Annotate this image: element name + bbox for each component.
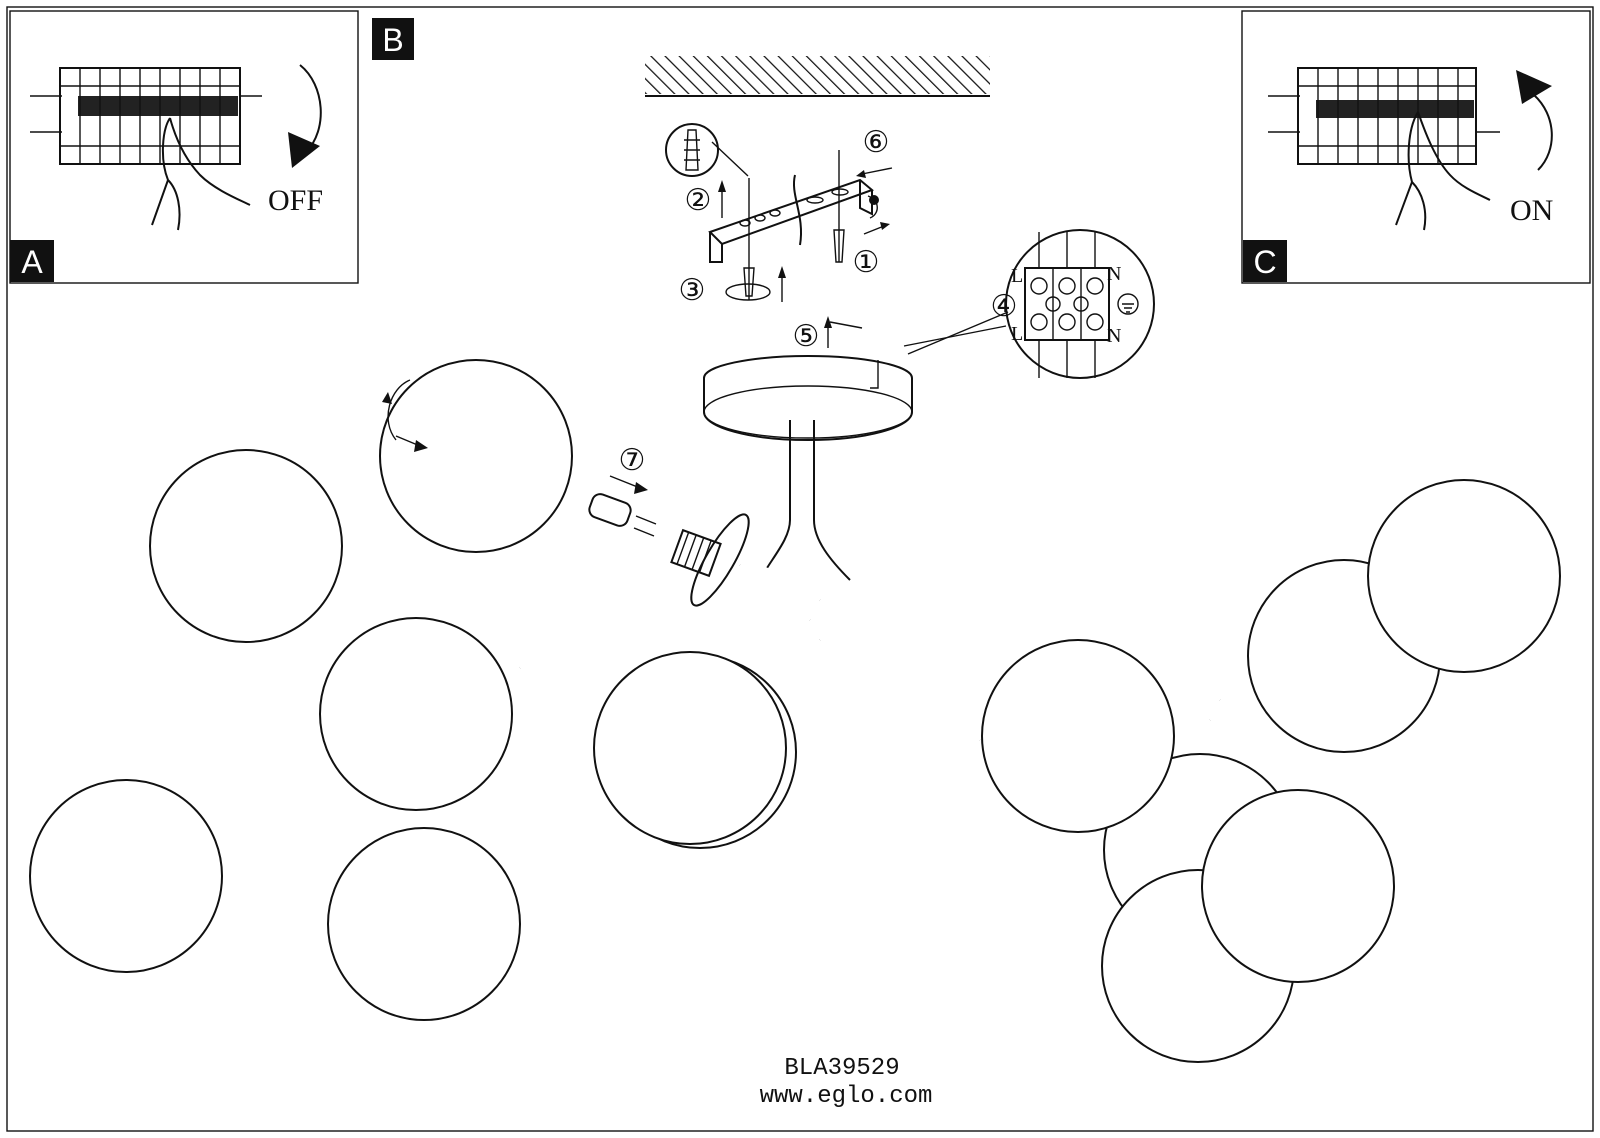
panel-a-switch-off: OFF A <box>9 10 359 284</box>
globe <box>1367 479 1561 673</box>
terminal-neutral-bottom: N <box>1107 325 1121 347</box>
arrow-up-icon <box>1516 70 1552 104</box>
terminal-callout-circle <box>1005 229 1155 379</box>
arrow-down-icon <box>288 132 320 168</box>
wall-plug-callout <box>665 123 719 177</box>
panel-a-letter: A <box>21 244 43 280</box>
hand-icon <box>151 117 251 231</box>
supply-cable <box>793 174 802 246</box>
panel-c-letter: C <box>1253 244 1276 280</box>
panel-b-letter: B <box>382 22 403 58</box>
step-7-number: ⑦ <box>619 444 646 477</box>
step-numbers: ① ② ③ ④ ⑤ ⑥ ⑦ ⑧ <box>431 126 1018 477</box>
globe <box>327 827 521 1021</box>
globe <box>319 617 513 811</box>
panel-a-badge <box>10 240 54 282</box>
step-3-number: ③ <box>679 274 706 307</box>
step-1-number: ① <box>853 246 880 279</box>
glass-globes <box>29 359 1561 1063</box>
breaker-box-icon <box>1268 67 1500 165</box>
website-url[interactable]: www.eglo.com <box>760 1083 933 1110</box>
step-5-number: ⑤ <box>793 320 820 353</box>
earth-icon <box>1117 293 1139 315</box>
globe <box>29 779 223 973</box>
model-number: BLA39529 <box>784 1055 899 1082</box>
page-frame <box>6 6 1594 1132</box>
panel-b-badge <box>372 18 414 60</box>
step-2-number: ② <box>685 184 712 217</box>
ceiling-hatch <box>645 56 990 94</box>
terminal-live-top: L <box>1011 265 1023 287</box>
g9-bulb-icon <box>588 475 657 537</box>
globe <box>149 449 343 643</box>
canopy <box>703 355 913 581</box>
off-label: OFF <box>268 184 323 217</box>
globe <box>593 651 787 845</box>
rotation-arrow-icon <box>1533 94 1553 171</box>
globe <box>981 639 1175 833</box>
panel-c-badge <box>1243 240 1287 282</box>
lamp-socket <box>670 513 750 607</box>
globe-detached <box>379 359 573 553</box>
panel-a-frame <box>9 10 359 284</box>
terminal-neutral-top: N <box>1107 263 1121 285</box>
terminal-block-callout: L L N N <box>903 229 1155 379</box>
wall-plug-icon <box>684 129 700 171</box>
hand-icon <box>1395 111 1491 231</box>
terminal-live-bottom: L <box>1011 323 1023 345</box>
step-6-number: ⑥ <box>863 126 890 159</box>
panel-c-switch-on: ON C <box>1241 10 1591 284</box>
globe <box>1201 789 1395 983</box>
breaker-box-icon <box>30 67 262 165</box>
panel-c-frame <box>1241 10 1591 284</box>
ceiling-mounting <box>645 56 990 302</box>
center-stem <box>759 420 851 581</box>
on-label: ON <box>1510 194 1553 227</box>
